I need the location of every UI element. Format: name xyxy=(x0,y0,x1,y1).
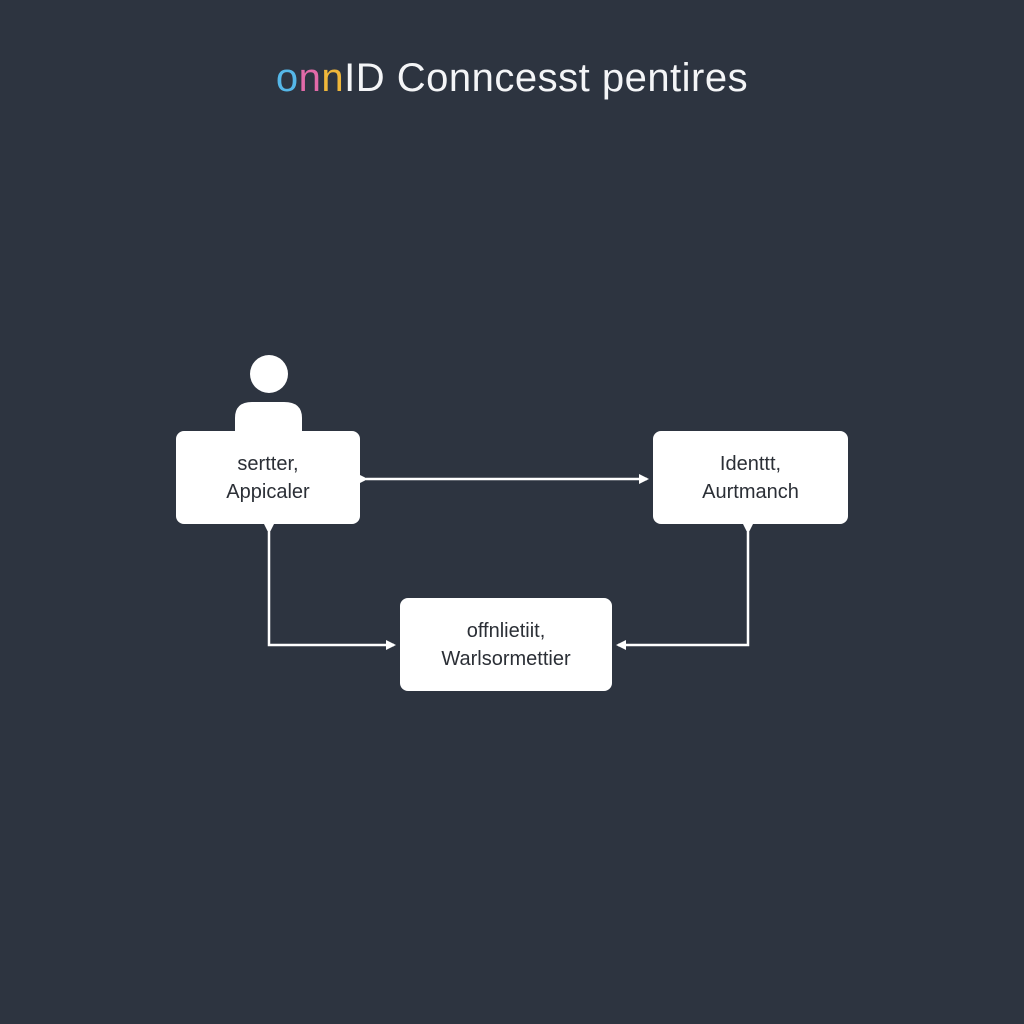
title-text: ID Conncesst pentires xyxy=(344,56,749,100)
logo-wordmark: onn xyxy=(276,56,344,101)
node-client-line2: Appicaler xyxy=(226,480,310,503)
logo-letter-2: n xyxy=(298,56,322,100)
node-idp-line1: Identtt, xyxy=(719,452,782,475)
node-rp-line1: offnlietiit, xyxy=(466,619,546,642)
node-resource-server: offnlietiit, Warlsormettier xyxy=(400,598,612,691)
node-idp-line2: Aurtmanch xyxy=(702,480,799,503)
node-client-application: sertter, Appicaler xyxy=(176,431,360,524)
user-icon xyxy=(235,355,302,432)
logo-letter-3: n xyxy=(321,56,345,100)
node-client-line1: sertter, xyxy=(237,452,299,475)
diagram-title: onn ID Conncesst pentires xyxy=(0,56,1024,101)
node-rp-line2: Warlsormettier xyxy=(441,647,571,670)
connector-idp-rp xyxy=(616,524,753,650)
logo-letter-1: o xyxy=(275,56,299,100)
node-identity-authorization: Identtt, Aurtmanch xyxy=(653,431,848,524)
connector-client-rp xyxy=(264,524,396,650)
